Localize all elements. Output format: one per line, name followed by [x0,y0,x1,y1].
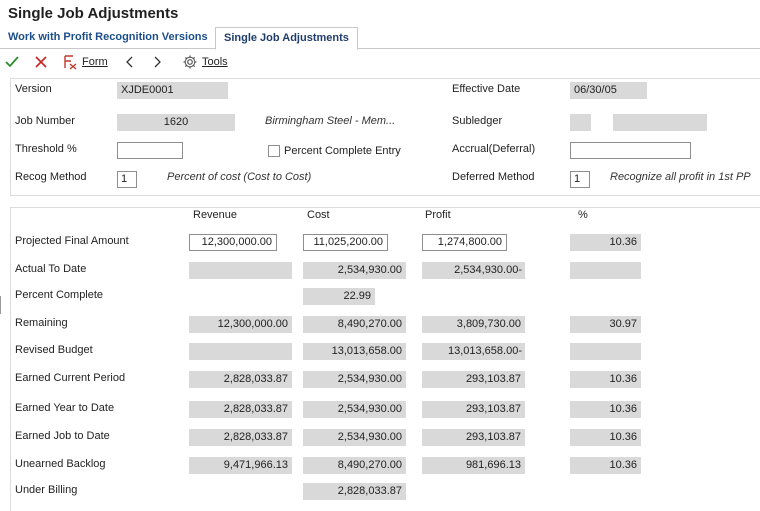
form-menu-button[interactable]: Form [62,52,108,72]
revised-revenue [189,343,292,360]
row-label-unearned-backlog: Unearned Backlog [15,458,106,470]
row-label-percent-complete: Percent Complete [15,289,104,301]
earned-current-profit: 293,103.87 [422,371,525,388]
earned-ytd-percent: 10.36 [570,401,641,418]
effective-date-label: Effective Date [452,83,521,95]
threshold-label: Threshold % [15,143,77,155]
earned-jtd-revenue: 2,828,033.87 [189,429,292,446]
effective-date-field: 06/30/05 [570,82,647,99]
threshold-input[interactable] [117,142,183,159]
projected-revenue-input[interactable]: 12,300,000.00 [189,234,277,251]
percent-complete-cost: 22.99 [303,288,375,305]
earned-jtd-profit: 293,103.87 [422,429,525,446]
actual-revenue [189,262,292,279]
earned-jtd-percent: 10.36 [570,429,641,446]
revised-percent [570,343,641,360]
percent-complete-entry-label: Percent Complete Entry [284,145,401,157]
tab-bar: Work with Profit Recognition Versions Si… [0,27,760,50]
job-description: Birmingham Steel - Mem... [265,115,396,127]
ok-button[interactable] [4,52,20,72]
row-label-actual-to-date: Actual To Date [15,263,87,275]
subledger-field [613,114,707,131]
subledger-label: Subledger [452,115,503,127]
revised-profit: 13,013,658.00- [422,343,525,360]
recog-method-label: Recog Method [15,171,87,183]
cancel-button[interactable] [33,52,49,72]
projected-cost-input[interactable]: 11,025,200.00 [303,234,388,251]
close-icon [35,56,47,68]
row-label-remaining: Remaining [15,317,68,329]
row-label-under-billing: Under Billing [15,484,78,496]
panel-resize-handle[interactable] [0,296,3,314]
deferred-method-label: Deferred Method [452,171,535,183]
earned-ytd-profit: 293,103.87 [422,401,525,418]
previous-button[interactable] [124,52,136,72]
toolbar: Form Tools [0,52,760,72]
row-label-revised-budget: Revised Budget [15,344,93,356]
form-label: Form [82,56,108,68]
deferred-method-input[interactable]: 1 [570,171,590,188]
actual-profit: 2,534,930.00- [422,262,525,279]
job-number-label: Job Number [15,115,75,127]
job-number-field: 1620 [117,114,235,131]
accrual-input[interactable] [570,142,691,159]
remaining-profit: 3,809,730.00 [422,316,525,333]
earned-current-cost: 2,534,930.00 [303,371,406,388]
backlog-profit: 981,696.13 [422,457,525,474]
row-label-earned-current-period: Earned Current Period [15,372,126,384]
earned-ytd-cost: 2,534,930.00 [303,401,406,418]
recog-method-description: Percent of cost (Cost to Cost) [167,171,312,183]
earned-current-revenue: 2,828,033.87 [189,371,292,388]
row-label-projected-final-amount: Projected Final Amount [15,235,129,247]
page-title: Single Job Adjustments [8,5,179,22]
under-billing-cost: 2,828,033.87 [303,483,406,500]
accrual-label: Accrual(Deferral) [452,143,536,155]
cost-column-header: Cost [307,209,330,221]
revenue-column-header: Revenue [193,209,238,221]
remaining-revenue: 12,300,000.00 [189,316,292,333]
earned-ytd-revenue: 2,828,033.87 [189,401,292,418]
deferred-method-description: Recognize all profit in 1st PP [610,171,751,183]
checkmark-icon [5,56,19,68]
actual-percent [570,262,641,279]
tools-label: Tools [202,56,228,68]
percent-column-header: % [578,209,588,221]
remaining-percent: 30.97 [570,316,641,333]
backlog-revenue: 9,471,966.13 [189,457,292,474]
earned-jtd-cost: 2,534,930.00 [303,429,406,446]
row-label-earned-year-to-date: Earned Year to Date [15,402,115,414]
tab-single-job-adjustments[interactable]: Single Job Adjustments [215,27,358,50]
gear-icon [183,55,197,69]
revised-cost: 13,013,658.00 [303,343,406,360]
chevron-right-icon [154,56,161,68]
tab-work-with-profit-recognition-versions[interactable]: Work with Profit Recognition Versions [8,31,208,43]
backlog-cost: 8,490,270.00 [303,457,406,474]
version-label: Version [15,83,52,95]
subledger-type-field [570,114,591,131]
next-button[interactable] [151,52,163,72]
backlog-percent: 10.36 [570,457,641,474]
tools-menu-button[interactable]: Tools [182,52,228,72]
version-field: XJDE0001 [117,82,228,99]
recog-method-input[interactable]: 1 [117,171,137,188]
actual-cost: 2,534,930.00 [303,262,406,279]
projected-profit-input[interactable]: 1,274,800.00 [422,234,507,251]
profit-column-header: Profit [425,209,451,221]
percent-complete-entry-checkbox[interactable] [268,145,280,157]
earned-current-percent: 10.36 [570,371,641,388]
remaining-cost: 8,490,270.00 [303,316,406,333]
projected-percent: 10.36 [570,234,641,251]
form-icon [64,55,77,70]
row-label-earned-job-to-date: Earned Job to Date [15,430,110,442]
chevron-left-icon [126,56,133,68]
